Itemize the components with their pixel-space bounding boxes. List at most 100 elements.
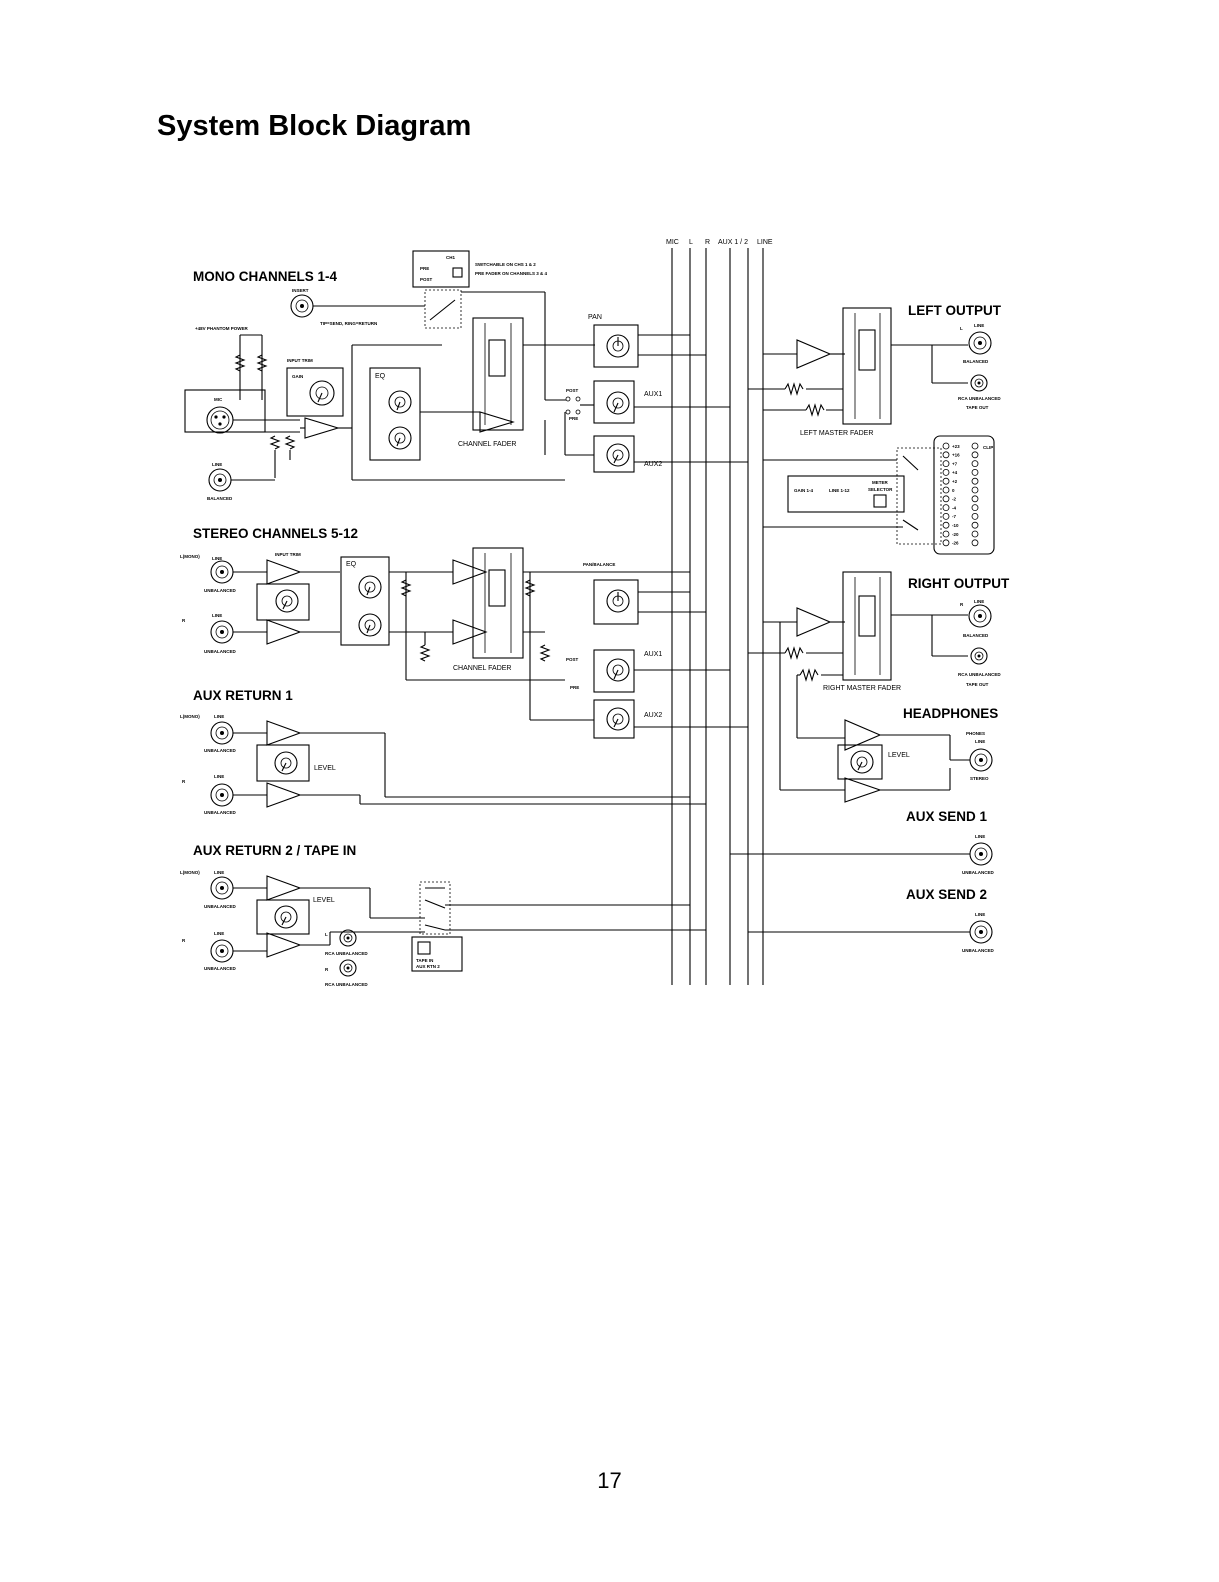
aux1-l-mono-label: L(MONO) [180,714,200,719]
aux1-box [593,380,635,424]
led-right [971,513,979,520]
headphone-level-label: LEVEL [888,752,910,759]
phantom-label: +48V PHANTOM POWER [195,326,249,331]
resistor-icon [524,579,536,597]
led-left [942,513,950,520]
pan-balance-knob-icon [606,589,630,613]
stereo-unbalanced-label: UNBALANCED [204,588,236,593]
resistor-icon [400,579,412,597]
phones-label: PHONES [966,731,985,736]
right-master-amp-icon [796,607,832,637]
stereo-aux2-knob-icon [606,707,630,731]
led-level-label: 0 [952,488,955,493]
pre-post-button [452,267,463,278]
aux-return-1-level-knob-icon [274,751,298,775]
pre-label: PRE [420,266,429,271]
ch1-label: CH1 [446,255,455,260]
left-master-amp-icon [796,339,832,369]
aux2-l-mono-label: L(MONO) [180,870,200,875]
phones-line-label: LINE [975,739,985,744]
tape-in-label: TAPE IN [416,958,433,963]
stereo-aux2-label: AUX2 [644,712,662,719]
led-level-label: -7 [952,514,956,519]
bus-label-mic: MIC [666,239,679,246]
mic-box [184,389,266,433]
left-out-line-label: LINE [974,323,984,328]
aux-send-2-jack-icon [969,920,993,944]
aux-return-1-right-jack-icon [210,783,234,807]
left-master-block: LEFT MASTER FADER L LINE BALANCED RCA UN… [748,307,1001,437]
resistor-icon [234,354,246,372]
resistor-icon [805,403,825,417]
stereo-channel-block: L(MONO) LINE UNBALANCED R LINE UNBALANCE… [180,547,748,739]
led-level-label: -2 [952,497,956,502]
led-right [971,530,979,538]
left-master-fader-knob [858,329,876,371]
led-left [942,521,950,529]
led-left [942,539,950,547]
aux1-unbalanced-label: UNBALANCED [204,748,236,753]
headphone-level-box [837,744,883,780]
stereo-left-jack-icon [210,560,234,584]
stereo-fader-amp-right-icon [452,619,488,645]
aux-return-2-amp-right-icon [266,932,302,958]
aux2-r-label: R [182,938,186,943]
right-master-fader-box [842,571,892,681]
headphone-amp-bottom-icon [844,777,882,803]
left-out-l-label: L [960,326,963,331]
led-right [971,486,979,494]
stereo-aux1-label: AUX1 [644,651,662,658]
led-right [971,521,979,529]
aux2-unbalanced-label-r: UNBALANCED [204,966,236,971]
section-aux-send-2: AUX SEND 2 [906,887,987,902]
left-output-jack-icon [968,331,992,355]
aux2-label: AUX2 [644,461,662,468]
selector-label: SELECTOR [868,487,893,492]
mono-channel-block: INSERT TIP=SEND, RING=RETURN +48V PHANTO… [184,250,748,501]
rca-tape-in-right-icon [339,959,357,977]
aux2-line-label: LINE [214,870,224,875]
stereo-line-label-r: LINE [212,613,222,618]
rca-r-label: R [325,967,329,972]
aux-send-2-line-label: LINE [975,912,985,917]
aux-return-1-level-label: LEVEL [314,765,336,772]
left-tape-out-rca-icon [970,374,988,392]
headphone-level-knob-icon [850,750,874,774]
fader-amp-icon [479,411,515,433]
gain-label: GAIN [292,374,303,379]
led-left [942,442,950,450]
stereo-input-trim-label: INPUT TRIM [275,552,301,557]
stereo-post-label: POST [566,657,579,662]
pan-box [593,324,639,368]
resistor-icon [539,644,551,662]
aux-return-1-amp-right-icon [266,782,302,808]
aux-send-block: LINE UNBALANCED LINE UNBALANCED [730,834,994,953]
stereo-eq-high-knob-icon [358,575,382,599]
aux-return-1-amp-left-icon [266,720,302,746]
right-out-r-label: R [960,602,964,607]
right-output-jack-icon [968,604,992,628]
led-left [942,504,950,512]
aux-send-1-line-label: LINE [975,834,985,839]
line-jack-icon [208,468,232,492]
insert-jack-icon [290,294,314,318]
bus-label-r: R [705,239,710,246]
gain-1-4-label: GAIN 1-4 [794,488,814,493]
section-aux-send-1: AUX SEND 1 [906,809,988,824]
led-level-label: +2 [952,479,958,484]
post-label: POST [420,277,433,282]
aux-send-1-unbalanced-label: UNBALANCED [962,870,994,875]
right-master-fader-label: RIGHT MASTER FADER [823,685,901,692]
led-right [971,460,979,468]
resistor-icon [784,382,804,396]
resistor-icon [256,354,268,372]
stereo-eq-low-knob-icon [358,613,382,637]
input-trim-label: INPUT TRIM [287,358,313,363]
aux-send-2-unbalanced-label: UNBALANCED [962,948,994,953]
eq-label: EQ [375,373,386,380]
aux-return-2-amp-left-icon [266,875,302,901]
pan-knob-icon [606,334,630,358]
pan-label: PAN [588,314,602,321]
aux1-unbalanced-label-r: UNBALANCED [204,810,236,815]
